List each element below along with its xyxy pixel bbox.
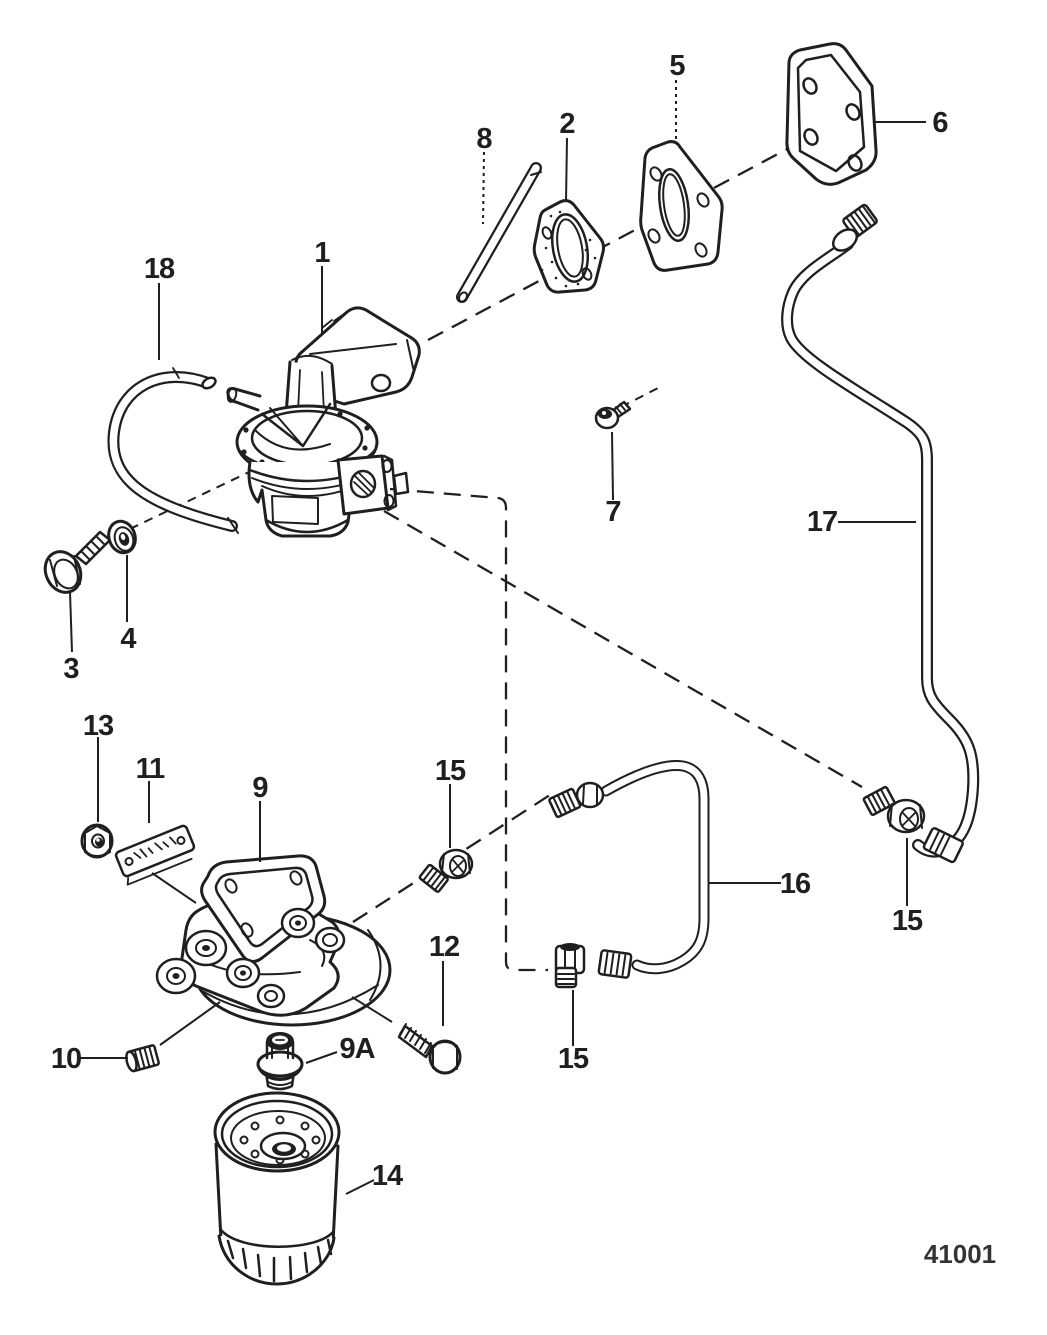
callout-18: 18 xyxy=(144,253,175,285)
fitting-15-mid xyxy=(418,848,474,893)
identification-plate-11 xyxy=(114,824,196,886)
callout-labels: 1 2 3 4 5 6 7 8 9 9A 10 11 12 13 14 15 1… xyxy=(51,50,996,1269)
callout-2: 2 xyxy=(559,108,574,140)
assembly-dashed-lines xyxy=(89,120,863,972)
gasket-2-stipple xyxy=(540,210,597,288)
callout-4: 4 xyxy=(120,623,136,655)
callout-13: 13 xyxy=(83,710,114,742)
plug-9A xyxy=(256,1032,304,1091)
elbow-fitting-15-bottom xyxy=(554,943,586,989)
fitting-15-right xyxy=(862,785,926,834)
callout-14: 14 xyxy=(372,1160,403,1192)
washer-4 xyxy=(107,519,137,555)
assembly-axis-top xyxy=(427,120,839,342)
line16-bottom-threads xyxy=(597,949,633,979)
gasket-plate-5 xyxy=(639,140,724,272)
line17-bottom-ferrule xyxy=(922,827,964,864)
callout-3: 3 xyxy=(63,653,79,685)
filter-crenellation xyxy=(226,1238,333,1283)
callout-16: 16 xyxy=(780,868,811,900)
nut-13 xyxy=(80,823,114,859)
bolt-3 xyxy=(43,530,112,594)
callout-9A: 9A xyxy=(339,1033,375,1065)
fuel-filter-14 xyxy=(213,1091,341,1286)
bolt-12 xyxy=(397,1023,462,1075)
fitting-10 xyxy=(125,1044,160,1073)
callout-8: 8 xyxy=(476,123,492,155)
fuel-line-16 xyxy=(548,760,710,979)
callout-15-right: 15 xyxy=(892,905,923,937)
hose-18 xyxy=(107,367,239,534)
bracket-bosses xyxy=(155,907,346,1009)
callout-1: 1 xyxy=(314,237,330,269)
callout-10: 10 xyxy=(51,1043,81,1075)
callout-15-mid: 15 xyxy=(435,755,466,787)
assembly-line-pump-to-fitting xyxy=(383,510,863,788)
bolt-7 xyxy=(594,400,632,430)
callout-12: 12 xyxy=(429,931,459,963)
filter-mount-9 xyxy=(155,854,392,1027)
fuel-pump-1 xyxy=(226,306,421,538)
fuel-line-17 xyxy=(781,203,980,864)
callout-15-bottom: 15 xyxy=(558,1043,589,1075)
assembly-line-bolt7 xyxy=(620,385,663,408)
drawing-number: 41001 xyxy=(924,1239,996,1269)
callout-6: 6 xyxy=(932,107,948,139)
callout-7: 7 xyxy=(605,496,620,528)
callout-9: 9 xyxy=(252,772,268,804)
push-rod-8 xyxy=(456,162,542,303)
callout-5: 5 xyxy=(669,50,685,82)
assembly-line-pump-to-elbow xyxy=(389,487,548,972)
callout-17: 17 xyxy=(807,506,837,538)
cover-plate-6 xyxy=(785,42,878,186)
gasket-2 xyxy=(532,199,606,294)
leader-lines xyxy=(69,80,926,1195)
callout-11: 11 xyxy=(136,753,166,785)
